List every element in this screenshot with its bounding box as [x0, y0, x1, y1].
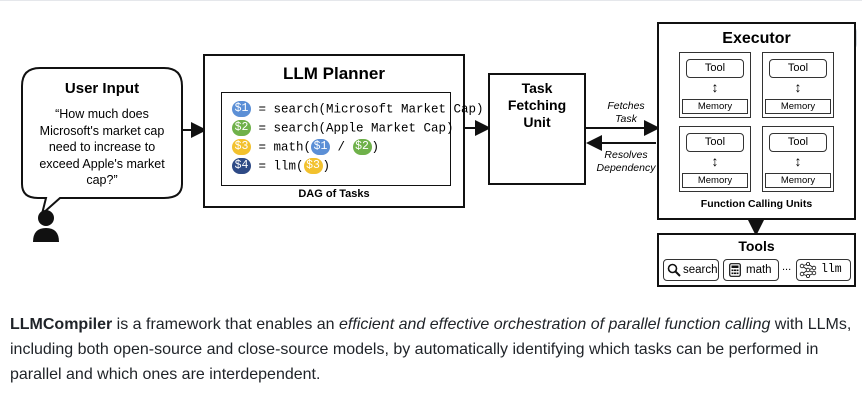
unit-memory: Memory: [682, 99, 748, 114]
step-arg: $2: [352, 139, 372, 155]
planner-title: LLM Planner: [282, 64, 385, 83]
step-text: ): [371, 140, 380, 155]
speech-bubble: [21, 67, 183, 217]
user-input-title: User Input: [64, 80, 140, 97]
step-tag: $3: [232, 139, 251, 155]
caption-italic: efficient and effective orchestration of…: [339, 316, 771, 333]
dag-label: DAG of Tasks: [298, 188, 370, 200]
up-down-arrow-icon: ↕: [711, 79, 719, 95]
person-icon: [33, 210, 59, 242]
calculator-icon: [729, 263, 741, 277]
neural-network-icon: [799, 262, 817, 278]
step-text: ): [322, 159, 331, 174]
step-tag: $1: [232, 101, 251, 117]
resolves-dependency-label: Resolves Dependency: [592, 149, 660, 175]
function-calling-unit-3: Tool↕ Memory: [679, 126, 751, 192]
description-paragraph: LLMCompiler is a framework that enables …: [10, 312, 852, 387]
step-text: /: [330, 140, 353, 155]
resolves-label-line-2: Dependency: [596, 162, 656, 174]
tools-ellipsis: ...: [782, 261, 792, 273]
function-calling-unit-2: Tool↕ Memory: [762, 52, 834, 118]
dag-panel: $1 = search(Microsoft Market Cap)$2 = se…: [221, 92, 484, 186]
unit-tool: Tool: [686, 133, 744, 152]
tool-llm-label: llm: [821, 263, 842, 276]
llm-planner-box: LLM Planner $1 = search(Microsoft Market…: [203, 54, 484, 208]
unit-tool: Tool: [769, 59, 827, 78]
tool-llm: llm: [796, 259, 851, 281]
executor-title: Executor: [722, 30, 791, 47]
plan-step-2: $2 = search(Apple Market Cap): [232, 120, 454, 136]
tfu-title-line-3: Unit: [523, 114, 551, 130]
unit-tool: Tool: [769, 133, 827, 152]
tool-math: math: [723, 259, 779, 281]
caption-bold: LLMCompiler: [10, 316, 113, 333]
step-text: = search(Apple Market Cap): [251, 121, 454, 136]
up-down-arrow-icon: ↕: [794, 153, 802, 169]
magnifier-icon: [667, 263, 681, 277]
plan-step-4: $4 = llm($3): [232, 158, 330, 174]
plan-step-1: $1 = search(Microsoft Market Cap): [232, 101, 484, 117]
unit-memory: Memory: [765, 99, 831, 114]
tfu-title-line-1: Task: [521, 80, 553, 96]
tfu-title: Task Fetching Unit: [490, 80, 584, 131]
plan-step-3: $3 = math($1 / $2): [232, 139, 379, 155]
unit-memory: Memory: [765, 173, 831, 188]
fetches-label-line-1: Fetches: [607, 100, 645, 112]
tool-math-label: math: [746, 264, 772, 276]
resolves-label-line-1: Resolves: [604, 149, 648, 161]
step-arg: $3: [303, 158, 323, 174]
step-text: = search(Microsoft Market Cap): [251, 102, 484, 117]
up-down-arrow-icon: ↕: [794, 79, 802, 95]
top-divider: [0, 0, 862, 1]
tool-search-label: search: [683, 264, 718, 276]
caption-part-2: with LLMs, including both open-source an…: [10, 316, 852, 383]
step-text: = llm(: [251, 159, 304, 174]
step-text: = math(: [251, 140, 312, 155]
fetches-label-line-2: Task: [615, 113, 637, 125]
unit-tool: Tool: [686, 59, 744, 78]
up-down-arrow-icon: ↕: [711, 153, 719, 169]
tools-title: Tools: [738, 238, 775, 254]
step-arg: $1: [311, 139, 331, 155]
function-calling-unit-1: Tool↕ Memory: [679, 52, 751, 118]
tfu-title-line-2: Fetching: [507, 97, 567, 113]
caption-part-1: is a framework that enables an: [112, 316, 339, 333]
fetches-task-label: Fetches Task: [598, 100, 654, 126]
unit-memory: Memory: [682, 173, 748, 188]
user-question: “How much does Microsoft's market cap ne…: [39, 107, 165, 187]
task-fetching-unit-box: Task Fetching Unit: [488, 73, 586, 185]
tool-search: search: [663, 259, 719, 281]
step-tag: $2: [232, 120, 251, 136]
function-calling-units-label: Function Calling Units: [700, 198, 813, 210]
step-tag: $4: [232, 158, 251, 174]
function-calling-unit-4: Tool↕ Memory: [762, 126, 834, 192]
